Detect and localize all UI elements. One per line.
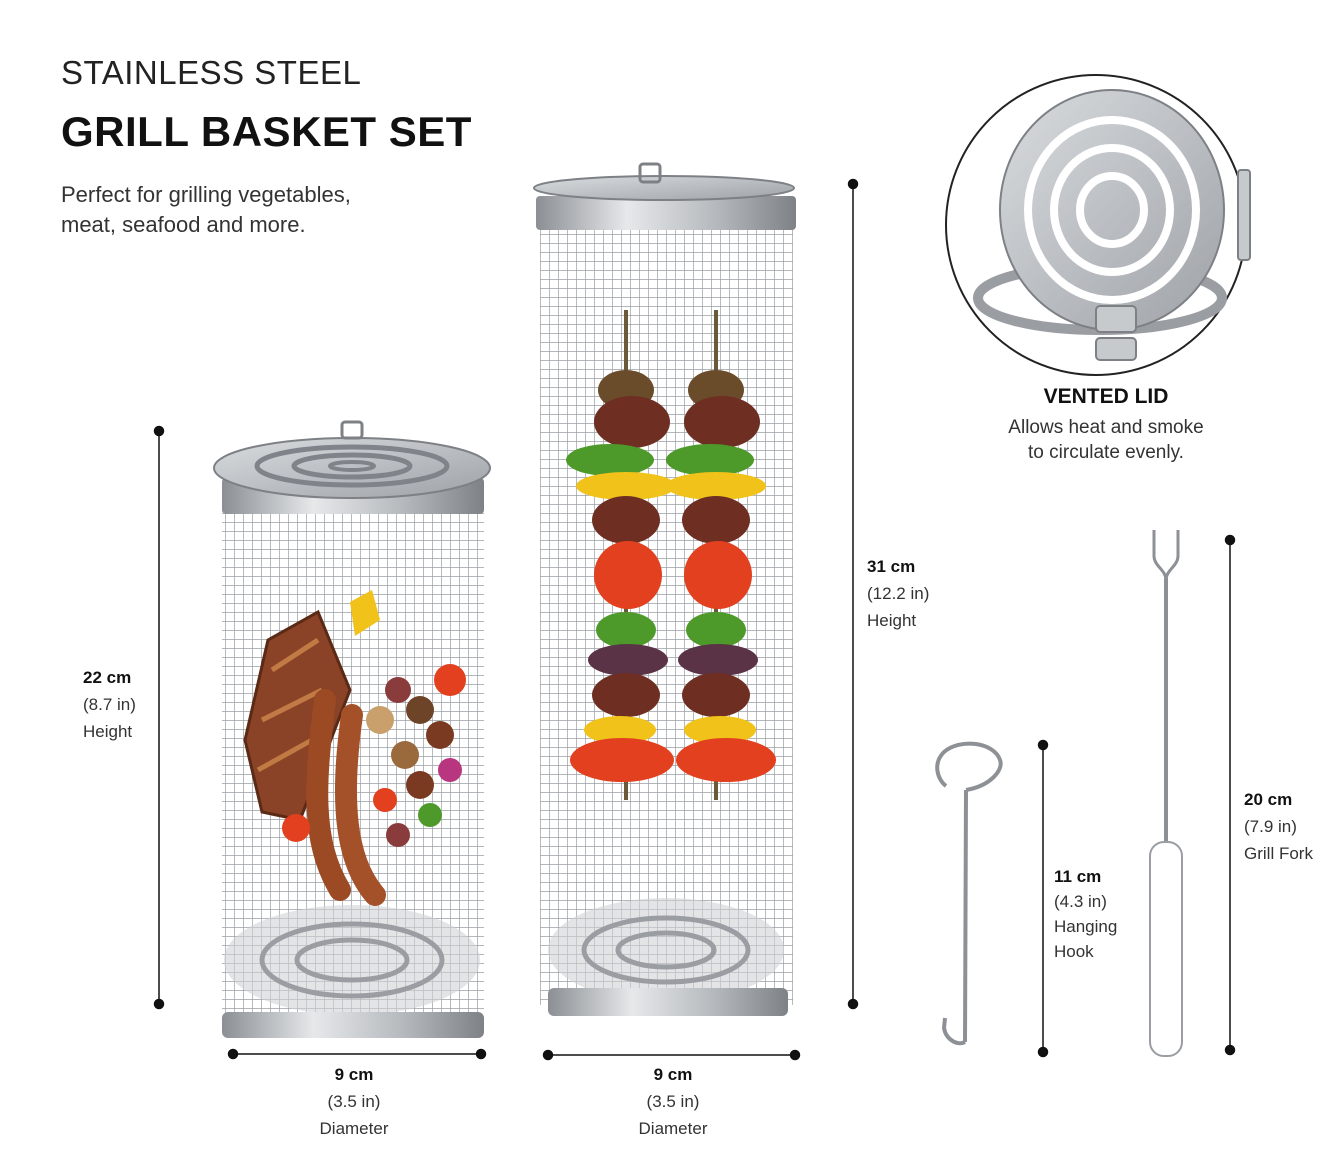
large-basket-diameter-label: 9 cm (3.5 in) Diameter (593, 1061, 753, 1142)
small-basket-diameter-value: 9 cm (334, 1065, 374, 1084)
fork-imperial: (7.9 in) (1244, 817, 1297, 836)
hanging-hook (935, 741, 1003, 1046)
small-basket-bottom-ring (222, 1012, 484, 1038)
vented-lid-detail (945, 74, 1251, 376)
large-basket-diameter-caption: Diameter (638, 1119, 708, 1138)
lid-title: VENTED LID (1043, 385, 1169, 408)
ribs-and-sausages (243, 609, 386, 906)
grill-fork (1149, 530, 1183, 1057)
large-basket-height-label: 31 cm (12.2 in) Height (867, 553, 929, 634)
small-basket (213, 420, 491, 1038)
lid-text-line1: Allows heat and smoke (1008, 417, 1204, 438)
large-basket-bottom-ring (548, 988, 788, 1016)
hook-imperial: (4.3 in) (1054, 892, 1107, 911)
header-subtitle: STAINLESS STEEL (61, 54, 362, 91)
fork-caption: Grill Fork (1244, 844, 1313, 863)
small-basket-diameter-label: 9 cm (3.5 in) Diameter (274, 1061, 434, 1142)
small-basket-height-caption: Height (83, 722, 133, 741)
header-title: GRILL BASKET SET (61, 108, 472, 155)
large-basket-height-value: 31 cm (867, 557, 916, 576)
large-basket-mesh (540, 215, 793, 1005)
small-basket-skewer (350, 590, 466, 847)
hook-value: 11 cm (1054, 867, 1102, 886)
large-basket-base (548, 898, 784, 1002)
large-basket-lid (533, 175, 795, 201)
hook-caption-line2: Hook (1054, 942, 1094, 961)
fork-value: 20 cm (1244, 790, 1293, 809)
large-basket (533, 162, 796, 1016)
small-basket-height-imperial: (8.7 in) (83, 695, 136, 714)
dimension-lines (153, 178, 1236, 1061)
small-basket-latch (340, 420, 364, 440)
small-basket-height-value: 22 cm (83, 668, 132, 687)
large-basket-height-imperial: (12.2 in) (867, 584, 930, 603)
large-basket-height-caption: Height (867, 611, 917, 630)
large-basket-skewers (566, 310, 776, 800)
fork-dimension-label: 20 cm (7.9 in) Grill Fork (1244, 786, 1313, 867)
small-basket-height-label: 22 cm (8.7 in) Height (83, 664, 136, 745)
hook-caption-line1: Hanging (1054, 917, 1118, 936)
large-basket-top-ring (536, 196, 796, 230)
header-description-line2: meat, seafood and more. (61, 212, 306, 237)
large-basket-diameter-imperial: (3.5 in) (646, 1092, 700, 1111)
large-basket-diameter-value: 9 cm (653, 1065, 693, 1084)
small-basket-diameter-caption: Diameter (319, 1119, 389, 1138)
lid-text-line2: to circulate evenly. (1028, 442, 1184, 463)
hook-dimension-label: 11 cm (4.3 in) Hanging Hook (1054, 864, 1117, 964)
small-basket-diameter-imperial: (3.5 in) (327, 1092, 381, 1111)
large-basket-latch (638, 162, 662, 184)
header-description-line1: Perfect for grilling vegetables, (61, 182, 351, 207)
